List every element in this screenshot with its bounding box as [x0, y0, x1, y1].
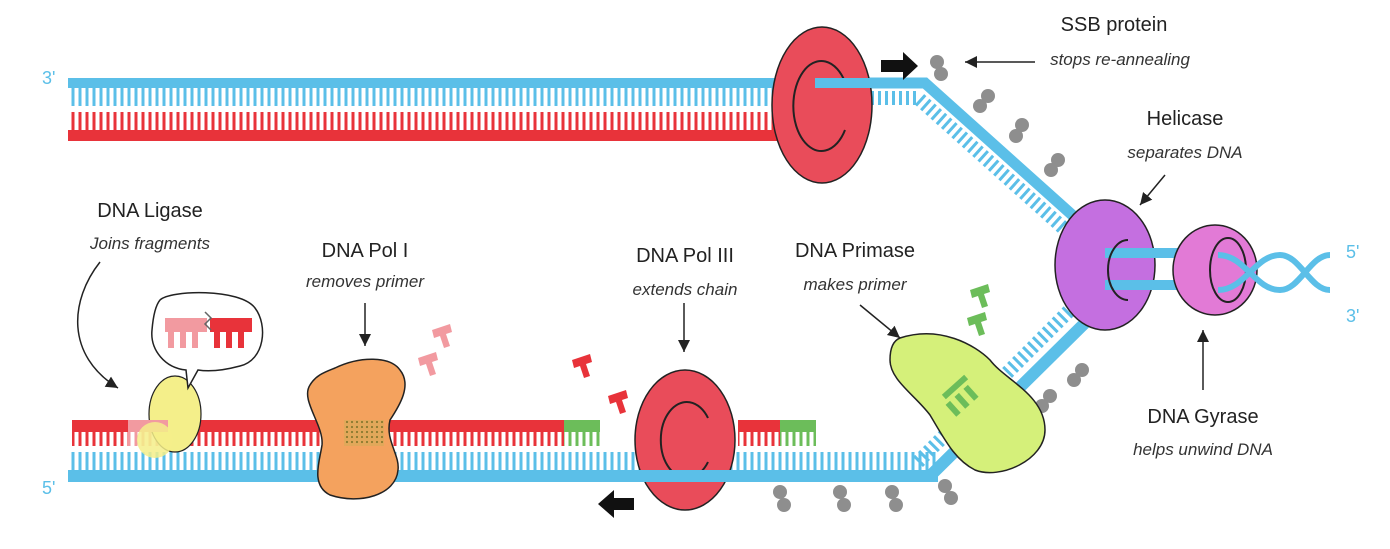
- primer-2: [780, 420, 816, 432]
- free-nucleotides-red: [572, 354, 628, 414]
- pol3-title: DNA Pol III: [636, 245, 734, 267]
- top-template-bases: [68, 88, 813, 106]
- ligase-pointer: [76, 261, 119, 389]
- bottom-left-strand-end: 5': [42, 478, 56, 498]
- helicase-subtitle: separates DNA: [1127, 143, 1243, 162]
- double-helix: [1217, 251, 1331, 294]
- helicase-pointer: [1139, 174, 1166, 206]
- bottom-direction-arrow: [598, 490, 634, 518]
- ssb-title: SSB protein: [1060, 14, 1168, 36]
- lagging-fragment-2-backbone: [738, 420, 780, 432]
- pol1-subtitle: removes primer: [305, 272, 425, 291]
- gyrase-title: DNA Gyrase: [1147, 406, 1259, 428]
- ligase-zoom-bubble: [151, 291, 264, 391]
- ssb-protein-9: [833, 485, 851, 512]
- bottom-template-bases: [68, 452, 938, 470]
- free-nucleotides-green: [967, 284, 990, 336]
- bottom-pol3-clamp: [634, 369, 736, 511]
- right-bottom-strand-end: 3': [1346, 306, 1360, 326]
- free-nucleotides-pink: [418, 324, 452, 376]
- helicase-body: [1054, 199, 1195, 331]
- primase-pointer: [859, 304, 901, 339]
- top-new-backbone: [68, 130, 813, 141]
- pol3-subtitle: extends chain: [632, 280, 738, 299]
- top-duplex: [68, 78, 923, 141]
- ssb-protein-10: [885, 485, 903, 512]
- top-template-backbone: [68, 78, 923, 88]
- ssb-protein-1: [930, 55, 948, 81]
- top-left-strand-end: 3': [42, 68, 56, 88]
- ssb-protein-4: [1044, 153, 1065, 177]
- top-pol3-clamp: [771, 26, 923, 184]
- helicase-title: Helicase: [1146, 108, 1224, 130]
- bottom-template-backbone: [68, 470, 938, 482]
- ssb-protein-2: [973, 89, 995, 113]
- pointer-arrows: [76, 56, 1209, 390]
- top-new-bases: [68, 112, 813, 130]
- ssb-protein-3: [1009, 118, 1029, 143]
- top-direction-arrow: [881, 52, 918, 80]
- ssb-protein-8: [773, 485, 791, 512]
- ssb-proteins: [773, 55, 1089, 512]
- ssb-protein-5: [1067, 363, 1089, 387]
- right-top-strand-end: 5': [1346, 242, 1360, 262]
- primase-subtitle: makes primer: [803, 275, 907, 294]
- pol1-body: [306, 358, 406, 500]
- ligase-subtitle: Joins fragments: [90, 234, 210, 253]
- primase-body: [889, 333, 1046, 474]
- primase-title: DNA Primase: [794, 240, 916, 262]
- gyrase-subtitle: helps unwind DNA: [1133, 440, 1273, 459]
- ligase-body: [128, 375, 202, 458]
- ssb-subtitle: stops re-annealing: [1050, 50, 1190, 69]
- primer-1: [564, 420, 600, 432]
- ssb-protein-7: [938, 479, 958, 505]
- pol1-title: DNA Pol I: [321, 240, 409, 262]
- ligase-title: DNA Ligase: [97, 200, 203, 222]
